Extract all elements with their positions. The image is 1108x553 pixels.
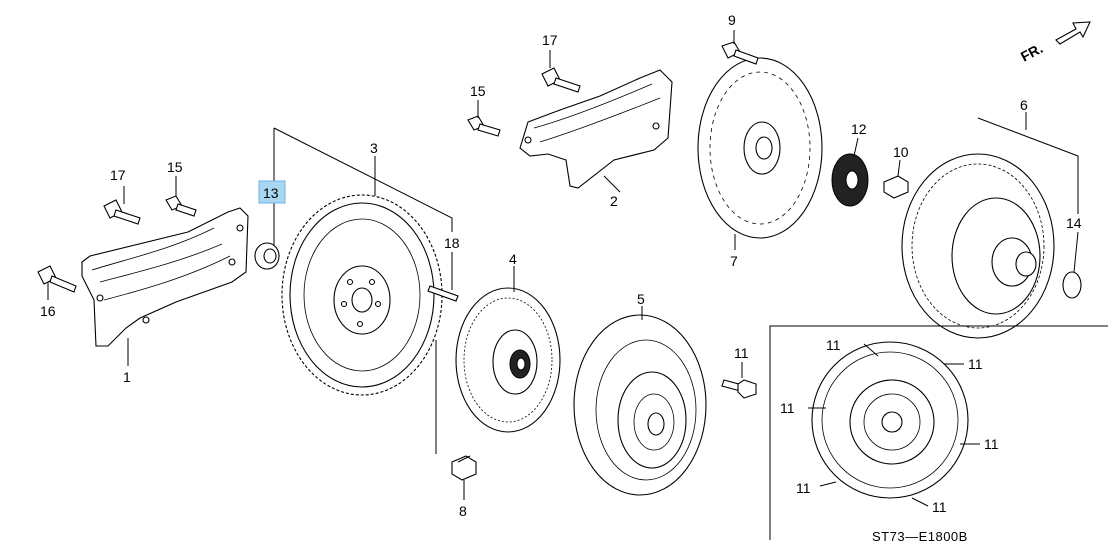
callout-16: 16 xyxy=(40,303,56,319)
inset-panel xyxy=(769,325,1108,540)
callout-4: 4 xyxy=(509,251,517,267)
inset-callout-11-top: 11 xyxy=(826,337,841,353)
part-bolt-11 xyxy=(721,379,757,399)
callout-10: 10 xyxy=(893,144,909,160)
part-o-ring xyxy=(1062,271,1082,299)
part-pilot-bearing xyxy=(254,242,280,270)
front-direction-indicator: FR. xyxy=(1018,21,1091,65)
highlight-box-13 xyxy=(258,180,286,204)
callout-1: 1 xyxy=(123,369,131,385)
callout-labels: 1 2 3 4 5 6 7 8 9 10 11 12 13 14 15 15 1… xyxy=(40,12,1082,519)
callout-2: 2 xyxy=(610,193,618,209)
leader-lines xyxy=(47,30,1079,507)
inset-callout-11-right-top: 11 xyxy=(968,356,983,372)
part-upper-cover xyxy=(519,69,673,189)
callout-15-upper: 15 xyxy=(470,83,486,99)
callout-7: 7 xyxy=(730,253,738,269)
part-bolt-10 xyxy=(883,175,909,199)
front-arrow-icon xyxy=(1055,21,1091,45)
part-bolt-9 xyxy=(721,41,759,65)
part-clutch-disc xyxy=(455,287,561,433)
inset-callout-11-left: 11 xyxy=(780,400,795,416)
inset-callout-11-right: 11 xyxy=(984,436,999,452)
callout-6: 6 xyxy=(1020,97,1028,113)
callout-5: 5 xyxy=(637,291,645,307)
callout-11: 11 xyxy=(734,345,749,361)
part-torque-converter xyxy=(901,153,1055,339)
callout-13[interactable]: 13 xyxy=(263,185,279,201)
callout-3: 3 xyxy=(370,140,378,156)
inset-callout-11-bottom-left: 11 xyxy=(796,480,811,496)
part-backing-plate xyxy=(831,153,869,207)
callout-9: 9 xyxy=(728,12,736,28)
part-flywheel xyxy=(281,194,443,396)
drawing-code: ST73—E1800B xyxy=(872,529,968,544)
part-bolt-16 xyxy=(37,265,77,293)
callout-14: 14 xyxy=(1066,215,1082,231)
callout-17-left: 17 xyxy=(110,167,126,183)
part-bolt-17-upper xyxy=(541,67,581,93)
part-pressure-plate xyxy=(573,314,707,496)
callout-17-upper: 17 xyxy=(542,32,558,48)
part-bolt-15-upper xyxy=(467,115,501,137)
callout-12: 12 xyxy=(851,121,867,137)
part-bolt-17-left xyxy=(103,199,141,225)
part-bolt-15-left xyxy=(165,195,197,217)
inset-callout-11-bottom: 11 xyxy=(932,499,947,515)
callout-15-left: 15 xyxy=(167,159,183,175)
callout-18: 18 xyxy=(444,235,460,251)
part-lower-cover xyxy=(81,207,249,347)
callout-8: 8 xyxy=(459,503,467,519)
part-dowel-pin xyxy=(427,285,459,302)
direction-label: FR. xyxy=(1018,40,1045,65)
part-bolt-8 xyxy=(451,455,477,481)
part-drive-plate xyxy=(697,57,823,239)
